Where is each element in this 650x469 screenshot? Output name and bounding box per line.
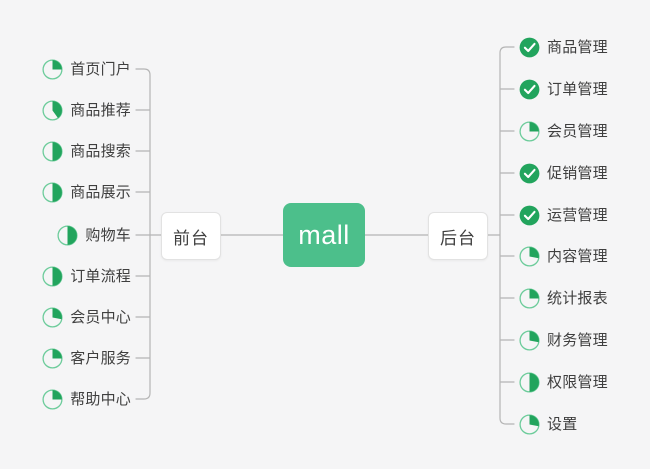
leaf-node-label: 客户服务	[70, 349, 131, 367]
progress-pie-icon	[519, 120, 540, 142]
leaf-node-label: 购物车	[85, 226, 131, 244]
branch-node-backend[interactable]: 后台	[428, 212, 488, 260]
leaf-node-label: 统计报表	[547, 289, 608, 307]
leaf-node-left[interactable]: 会员中心	[0, 304, 131, 330]
leaf-node-right[interactable]: 财务管理	[519, 327, 608, 353]
progress-pie-icon	[57, 224, 78, 246]
progress-pie-icon	[42, 388, 63, 410]
leaf-node-left[interactable]: 购物车	[0, 222, 131, 248]
leaf-node-right[interactable]: 订单管理	[519, 76, 608, 102]
leaf-node-label: 内容管理	[547, 247, 608, 265]
branch-node-backend-label: 后台	[440, 228, 476, 248]
leaf-node-right[interactable]: 会员管理	[519, 118, 608, 144]
branch-node-frontend[interactable]: 前台	[161, 212, 221, 260]
leaf-node-label: 促销管理	[547, 164, 608, 182]
progress-pie-icon	[42, 58, 63, 80]
leaf-node-right[interactable]: 权限管理	[519, 369, 608, 395]
leaf-node-label: 会员中心	[70, 308, 131, 326]
check-circle-icon	[519, 37, 540, 58]
leaf-node-left[interactable]: 帮助中心	[0, 386, 131, 412]
leaf-node-label: 商品管理	[547, 38, 608, 56]
leaf-node-left[interactable]: 商品搜索	[0, 138, 131, 164]
leaf-node-left[interactable]: 商品展示	[0, 179, 131, 205]
progress-pie-icon	[519, 245, 540, 267]
leaf-node-right[interactable]: 内容管理	[519, 243, 608, 269]
progress-pie-icon	[42, 265, 63, 287]
leaf-node-right[interactable]: 运营管理	[519, 202, 608, 228]
leaf-node-label: 商品展示	[70, 183, 131, 201]
progress-pie-icon	[42, 347, 63, 369]
progress-pie-icon	[519, 329, 540, 351]
leaf-node-right[interactable]: 统计报表	[519, 285, 608, 311]
leaf-node-label: 订单流程	[70, 267, 131, 285]
progress-pie-icon	[42, 181, 63, 203]
progress-pie-icon	[519, 371, 540, 393]
leaf-node-label: 订单管理	[547, 80, 608, 98]
leaf-node-label: 权限管理	[547, 373, 608, 391]
root-node-label: mall	[298, 219, 350, 250]
leaf-node-left[interactable]: 订单流程	[0, 263, 131, 289]
branch-node-frontend-label: 前台	[173, 228, 209, 248]
leaf-node-label: 设置	[547, 415, 578, 433]
leaf-node-label: 会员管理	[547, 122, 608, 140]
progress-pie-icon	[519, 413, 540, 435]
progress-pie-icon	[42, 140, 63, 162]
leaf-node-label: 商品推荐	[70, 101, 131, 119]
check-circle-icon	[519, 205, 540, 226]
leaf-node-left[interactable]: 首页门户	[0, 56, 131, 82]
leaf-node-right[interactable]: 促销管理	[519, 160, 608, 186]
leaf-node-right[interactable]: 设置	[519, 411, 577, 437]
progress-pie-icon	[42, 306, 63, 328]
leaf-node-left[interactable]: 客户服务	[0, 345, 131, 371]
leaf-node-label: 首页门户	[70, 60, 131, 78]
progress-pie-icon	[42, 99, 63, 121]
leaf-node-label: 商品搜索	[70, 142, 131, 160]
leaf-node-label: 帮助中心	[70, 390, 131, 408]
leaf-node-left[interactable]: 商品推荐	[0, 97, 131, 123]
check-circle-icon	[519, 163, 540, 184]
leaf-node-label: 财务管理	[547, 331, 608, 349]
check-circle-icon	[519, 79, 540, 100]
leaf-node-label: 运营管理	[547, 206, 608, 224]
root-node-mall[interactable]: mall	[283, 203, 365, 267]
leaf-node-right[interactable]: 商品管理	[519, 34, 608, 60]
progress-pie-icon	[519, 287, 540, 309]
